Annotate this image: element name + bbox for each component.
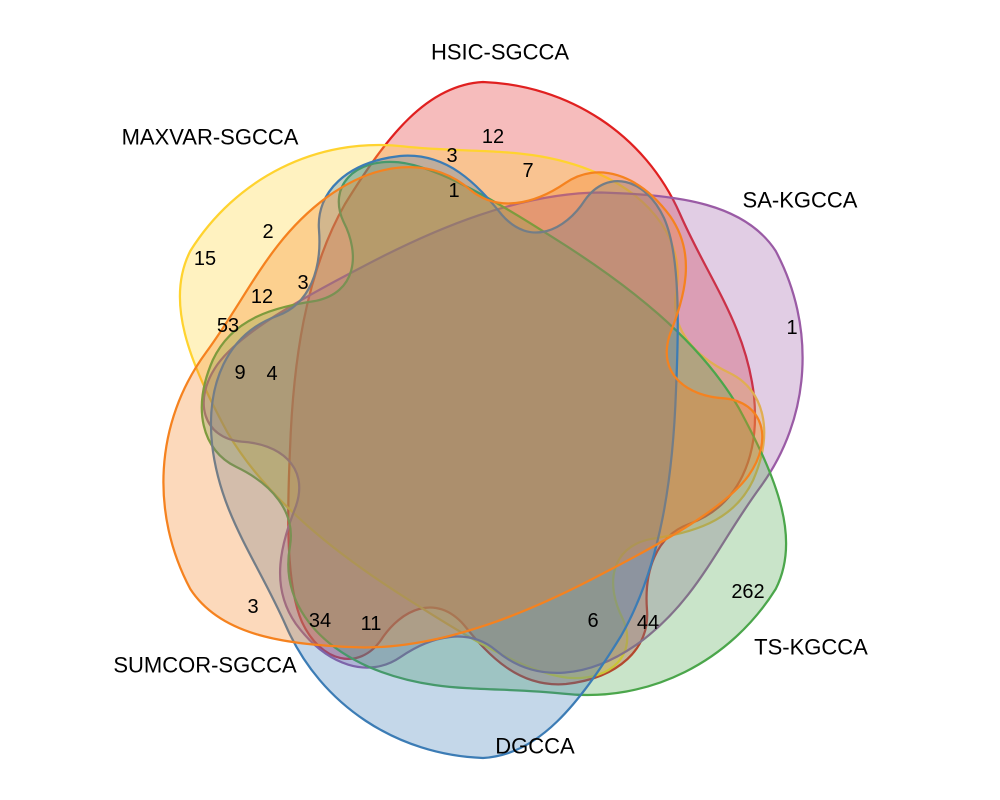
region-count: 9 — [234, 362, 245, 384]
region-count: 44 — [637, 612, 659, 634]
region-count: 262 — [731, 581, 764, 603]
venn-sets — [162, 80, 804, 760]
set-labels: HSIC-SGCCA MAXVAR-SGCCA SA-KGCCA TS-KGCC… — [113, 40, 868, 759]
venn-set-hsic-sgcca — [287, 80, 757, 686]
region-count: 3 — [297, 272, 308, 294]
set-label-sa-kgcca: SA-KGCCA — [743, 188, 858, 213]
venn-set-sa-kgcca — [202, 191, 804, 674]
region-count: 3 — [446, 145, 457, 167]
region-count: 1 — [448, 180, 459, 202]
region-count: 12 — [251, 286, 273, 308]
region-count: 3 — [247, 596, 258, 618]
set-label-ts-kgcca: TS-KGCCA — [754, 635, 868, 660]
region-count: 11 — [361, 613, 382, 635]
region-count: 12 — [482, 126, 504, 148]
region-count: 4 — [266, 363, 277, 385]
region-count: 6 — [587, 610, 598, 632]
venn-set-sumcor-sgcca — [162, 166, 764, 649]
set-label-dgcca: DGCCA — [495, 734, 575, 759]
set-label-maxvar-sgcca: MAXVAR-SGCCA — [122, 125, 299, 150]
region-count: 34 — [309, 610, 331, 632]
venn-set-dgcca — [209, 154, 679, 760]
region-count: 1 — [786, 317, 797, 339]
set-label-hsic-sgcca: HSIC-SGCCA — [431, 40, 569, 65]
region-count: 15 — [194, 248, 216, 270]
venn-set-ts-kgcca — [200, 160, 788, 697]
region-count: 7 — [522, 160, 533, 182]
region-count: 53 — [217, 315, 239, 337]
venn-set-maxvar-sgcca — [178, 143, 766, 680]
region-count: 2 — [262, 221, 273, 243]
set-label-sumcor-sgcca: SUMCOR-SGCCA — [113, 653, 297, 678]
